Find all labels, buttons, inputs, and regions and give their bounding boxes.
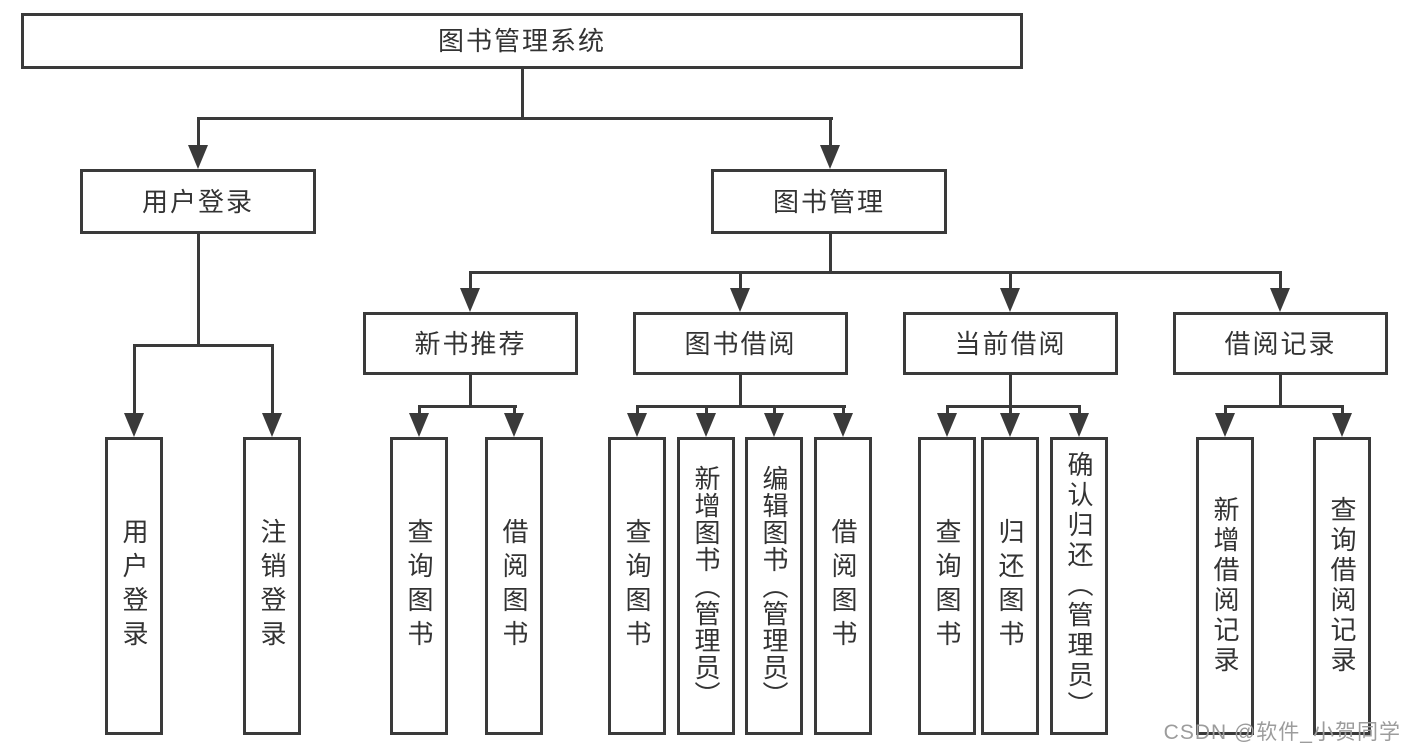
connector-line	[1009, 271, 1012, 291]
connector-line	[1224, 405, 1344, 408]
connector-line	[773, 405, 776, 419]
arrowhead-icon	[460, 288, 480, 312]
connector-line	[946, 405, 949, 419]
arrowhead-icon	[1270, 288, 1290, 312]
arrowhead-icon	[1000, 413, 1020, 437]
node-borrowing-records: 借阅记录	[1173, 312, 1388, 375]
arrowhead-icon	[1215, 413, 1235, 437]
connector-line	[739, 271, 742, 291]
connector-line	[197, 117, 200, 149]
connector-line	[1341, 405, 1344, 419]
connector-line	[197, 234, 200, 347]
connector-line	[133, 344, 136, 418]
connector-line	[469, 271, 472, 291]
connector-line	[829, 117, 832, 149]
arrowhead-icon	[627, 413, 647, 437]
arrowhead-icon	[1332, 413, 1352, 437]
node-leaf-logout: 注销登录	[243, 437, 301, 735]
arrowhead-icon	[937, 413, 957, 437]
watermark-text: CSDN @软件_小贺同学	[1163, 721, 1401, 744]
arrowhead-icon	[1000, 288, 1020, 312]
node-leaf-query-books-borrowing: 查询图书	[608, 437, 666, 735]
arrowhead-icon	[1069, 413, 1089, 437]
connector-line	[636, 405, 846, 408]
connector-line	[1009, 375, 1012, 408]
node-leaf-return-books: 归还图书	[981, 437, 1039, 735]
connector-line	[469, 271, 1282, 274]
arrowhead-icon	[188, 145, 208, 169]
connector-line	[197, 117, 833, 120]
connector-line	[469, 375, 472, 408]
connector-line	[739, 375, 742, 408]
connector-line	[418, 405, 517, 408]
connector-line	[133, 344, 274, 347]
node-leaf-query-books-current: 查询图书	[918, 437, 976, 735]
node-user-login: 用户登录	[80, 169, 316, 234]
node-leaf-add-books-admin: 新增图书（管理员）	[677, 437, 735, 735]
arrowhead-icon	[504, 413, 524, 437]
node-book-borrowing: 图书借阅	[633, 312, 848, 375]
arrowhead-icon	[820, 145, 840, 169]
connector-line	[418, 405, 421, 419]
node-new-book-recommendation: 新书推荐	[363, 312, 578, 375]
node-leaf-borrow-books-borrowing: 借阅图书	[814, 437, 872, 735]
arrowhead-icon	[764, 413, 784, 437]
connector-line	[521, 69, 524, 119]
node-book-management: 图书管理	[711, 169, 947, 234]
connector-line	[1078, 405, 1081, 419]
arrowhead-icon	[409, 413, 429, 437]
connector-line	[1224, 405, 1227, 419]
connector-line	[946, 405, 1081, 408]
connector-line	[636, 405, 639, 419]
connector-line	[842, 405, 845, 419]
node-leaf-confirm-return-admin: 确认归还（管理员）	[1050, 437, 1108, 735]
connector-line	[271, 344, 274, 418]
node-leaf-user-login: 用户登录	[105, 437, 163, 735]
node-leaf-query-books-recommend: 查询图书	[390, 437, 448, 735]
node-leaf-add-borrow-record: 新增借阅记录	[1196, 437, 1254, 735]
arrowhead-icon	[833, 413, 853, 437]
arrowhead-icon	[262, 413, 282, 437]
node-library-management-system: 图书管理系统	[21, 13, 1023, 69]
node-leaf-borrow-books-recommend: 借阅图书	[485, 437, 543, 735]
connector-line	[1279, 375, 1282, 408]
arrowhead-icon	[124, 413, 144, 437]
node-leaf-query-borrow-record: 查询借阅记录	[1313, 437, 1371, 735]
node-current-borrowing: 当前借阅	[903, 312, 1118, 375]
connector-line	[513, 405, 516, 419]
arrowhead-icon	[730, 288, 750, 312]
arrowhead-icon	[696, 413, 716, 437]
connector-line	[705, 405, 708, 419]
connector-line	[1279, 271, 1282, 291]
node-leaf-edit-books-admin: 编辑图书（管理员）	[745, 437, 803, 735]
connector-line	[829, 234, 832, 274]
connector-line	[1009, 405, 1012, 419]
